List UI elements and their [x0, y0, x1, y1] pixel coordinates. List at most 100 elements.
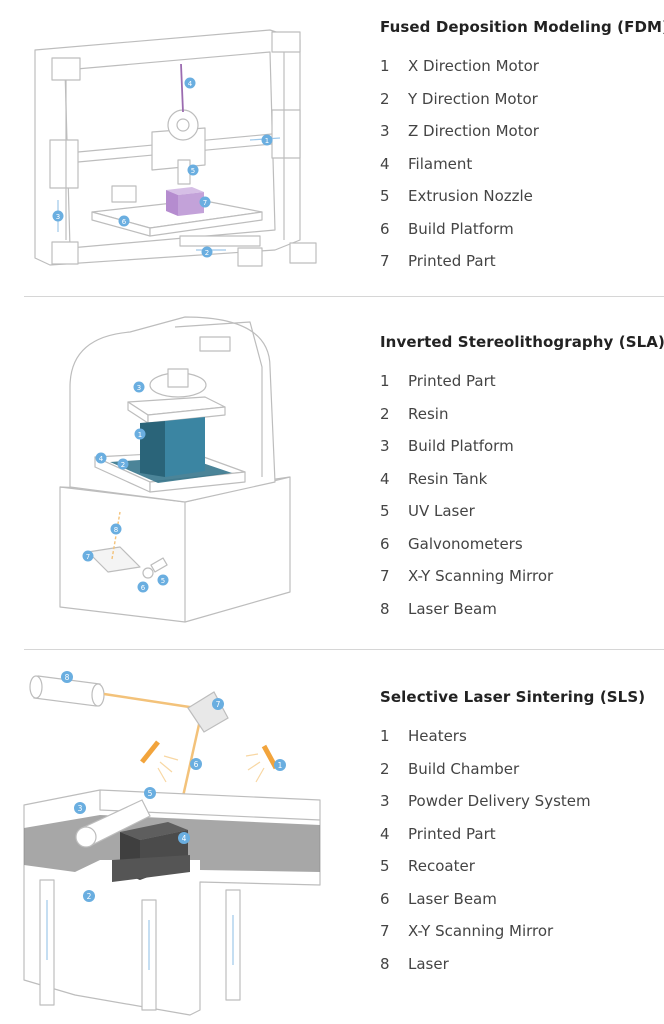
legend-label: Heaters — [408, 727, 467, 746]
sla-mirror — [87, 546, 141, 573]
legend-number: 6 — [380, 219, 390, 238]
fdm-title: Fused Deposition Modeling (FDM) — [380, 18, 664, 36]
callout-8: 8 — [114, 526, 118, 534]
callout-3: 3 — [137, 384, 141, 392]
sls-printed-part — [112, 822, 190, 882]
callout-8: 8 — [65, 673, 70, 682]
callout-1: 1 — [138, 431, 142, 439]
legend-label: Galvonometers — [408, 534, 523, 553]
sla-illustration: 1 2 3 4 5 6 7 8 — [59, 316, 291, 623]
callout-4: 4 — [188, 80, 193, 88]
callout-7: 7 — [86, 553, 90, 561]
callout-5: 5 — [161, 577, 165, 585]
callout-2: 2 — [87, 892, 92, 901]
frame-corner-block — [51, 241, 79, 265]
callout-5: 5 — [148, 789, 153, 798]
callout-7: 7 — [216, 700, 221, 709]
legend-item: 4 Filament — [380, 148, 664, 181]
sla-printed-part — [140, 417, 205, 477]
callout-6: 6 — [141, 584, 146, 592]
callout-2: 2 — [205, 249, 209, 257]
legend-number: 8 — [380, 954, 390, 973]
legend-number: 5 — [380, 187, 390, 206]
legend-number: 7 — [380, 922, 390, 941]
legend-label: Build Chamber — [408, 759, 520, 778]
legend-label: X-Y Scanning Mirror — [408, 567, 554, 586]
fdm-callouts: 1 2 3 4 5 6 7 — [52, 77, 273, 258]
sls-heater-right — [245, 744, 279, 783]
sls-section: 1 2 3 4 5 6 7 8 Selective Laser Sinterin… — [0, 650, 664, 1024]
legend-item: 1 Printed Part — [380, 365, 664, 398]
legend-label: Printed Part — [408, 372, 496, 391]
callout-4: 4 — [182, 834, 187, 843]
legend-number: 4 — [380, 469, 390, 488]
legend-number: 2 — [380, 89, 390, 108]
legend-label: UV Laser — [408, 502, 475, 521]
sls-illustration: 1 2 3 4 5 6 7 8 — [23, 671, 321, 1016]
fdm-illustration: 1 2 3 4 5 6 7 — [34, 29, 317, 267]
sls-title: Selective Laser Sintering (SLS) — [380, 688, 646, 706]
legend-label: Laser — [408, 954, 449, 973]
frame-corner-block — [289, 242, 317, 264]
legend-label: Powder Delivery System — [408, 792, 591, 811]
section-divider — [24, 296, 664, 297]
callout-4: 4 — [99, 455, 104, 463]
legend-item: 2 Resin — [380, 398, 664, 431]
legend-item: 7 X-Y Scanning Mirror — [380, 560, 664, 593]
legend-label: Recoater — [408, 857, 475, 876]
sls-mirror — [187, 691, 229, 733]
legend-label: Build Platform — [408, 219, 514, 238]
sla-callouts: 1 2 3 4 5 6 7 8 — [82, 381, 169, 593]
legend-number: 2 — [380, 404, 390, 423]
legend-label: Filament — [408, 154, 473, 173]
legend-number: 7 — [380, 567, 390, 586]
legend-item: 6 Build Platform — [380, 213, 664, 246]
z-motor-left — [49, 139, 79, 189]
legend-number: 4 — [380, 824, 390, 843]
filament-strand — [180, 63, 184, 113]
legend-item: 7 X-Y Scanning Mirror — [380, 915, 645, 948]
legend-number: 7 — [380, 252, 390, 271]
callout-3: 3 — [56, 213, 60, 221]
sla-laser-beam — [111, 511, 121, 560]
legend-item: 1 Heaters — [380, 720, 645, 753]
legend-item: 5 UV Laser — [380, 495, 664, 528]
legend-number: 1 — [380, 372, 390, 391]
x-motor-right — [271, 109, 301, 159]
sla-title: Inverted Stereolithography (SLA) — [380, 333, 664, 351]
fdm-printed-part — [166, 187, 204, 216]
legend-number: 4 — [380, 154, 390, 173]
callout-6: 6 — [194, 760, 199, 769]
sla-section: 1 2 3 4 5 6 7 8 Inverted Stereolithograp… — [0, 297, 664, 649]
sls-callouts: 1 2 3 4 5 6 7 8 — [61, 671, 286, 902]
legend-label: Y Direction Motor — [408, 89, 538, 108]
legend-label: Resin — [408, 404, 449, 423]
legend-label: Printed Part — [408, 824, 496, 843]
legend-label: X-Y Scanning Mirror — [408, 922, 554, 941]
callout-5: 5 — [191, 167, 195, 175]
callout-6: 6 — [122, 218, 127, 226]
frame-corner-block — [271, 31, 301, 53]
legend-number: 1 — [380, 727, 390, 746]
legend-label: Printed Part — [408, 252, 496, 271]
callout-3: 3 — [78, 804, 83, 813]
legend-label: Laser Beam — [408, 889, 497, 908]
legend-number: 5 — [380, 857, 390, 876]
legend-number: 5 — [380, 502, 390, 521]
sls-laser — [29, 675, 105, 707]
legend-item: 4 Printed Part — [380, 818, 645, 851]
legend-item: 2 Y Direction Motor — [380, 83, 664, 116]
